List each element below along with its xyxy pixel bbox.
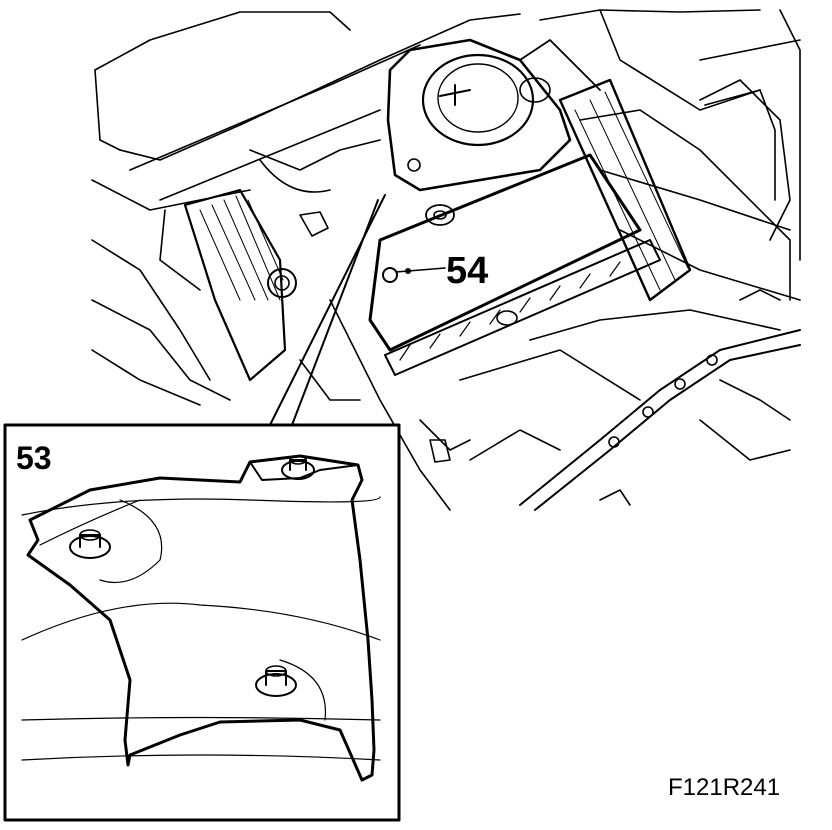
figure-id-label: F121R241: [668, 774, 781, 801]
callout-53: 53: [16, 440, 52, 476]
detail-view-53: [3, 423, 401, 822]
callout-54: 54: [446, 250, 489, 292]
clip-fastener-bottom: [255, 665, 297, 697]
detail-leader-lines: [269, 194, 386, 426]
engine-bay-view: [91, 9, 801, 511]
clip-fastener-top: [281, 455, 315, 480]
clip-fastener-left: [69, 529, 111, 559]
